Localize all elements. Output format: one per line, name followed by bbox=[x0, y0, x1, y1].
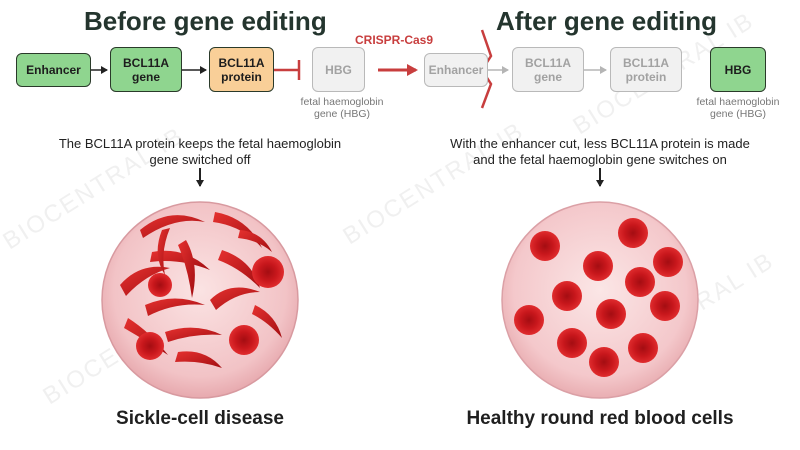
hbg-note-line2: gene (HBG) bbox=[709, 108, 767, 120]
after-caption: With the enhancer cut, less BCL11A prote… bbox=[410, 136, 790, 168]
hbg-label: HBG bbox=[325, 62, 352, 77]
bcl11a-gene-box-after: BCL11A gene bbox=[512, 47, 584, 92]
before-caption-line1: The BCL11A protein keeps the fetal haemo… bbox=[58, 136, 342, 151]
protein-label-line2: protein bbox=[221, 69, 262, 84]
enhancer-box-after: Enhancer bbox=[424, 53, 488, 87]
crispr-cas9-label: CRISPR-Cas9 bbox=[355, 33, 434, 47]
sickle-cell-blood-illustration bbox=[101, 201, 299, 399]
before-caption-line2: gene switched off bbox=[149, 152, 251, 167]
bcl11a-protein-box-after: BCL11A protein bbox=[610, 47, 682, 92]
enhancer-label: Enhancer bbox=[26, 63, 81, 77]
gene-label-line2: gene bbox=[131, 69, 160, 84]
before-caption: The BCL11A protein keeps the fetal haemo… bbox=[20, 136, 380, 168]
hbg-note-line2: gene (HBG) bbox=[313, 108, 371, 120]
gene-label-line2: gene bbox=[533, 69, 562, 84]
after-caption-line1: With the enhancer cut, less BCL11A prote… bbox=[450, 136, 750, 151]
hbg-note-before: fetal haemoglobin gene (HBG) bbox=[282, 96, 402, 120]
hbg-note-line1: fetal haemoglobin bbox=[696, 96, 780, 108]
healthy-blood-illustration bbox=[501, 201, 699, 399]
hbg-note-line1: fetal haemoglobin bbox=[300, 96, 384, 108]
bcl11a-gene-box-before: BCL11A gene bbox=[110, 47, 182, 92]
protein-label-line2: protein bbox=[625, 69, 667, 84]
gene-label-line1: BCL11A bbox=[122, 55, 169, 70]
enhancer-label: Enhancer bbox=[428, 63, 484, 77]
protein-label-line1: BCL11A bbox=[218, 55, 265, 70]
hbg-box-before: HBG bbox=[312, 47, 365, 92]
hbg-label: HBG bbox=[724, 62, 752, 77]
protein-label-line1: BCL11A bbox=[622, 55, 669, 70]
hbg-box-after: HBG bbox=[710, 47, 766, 92]
after-caption-line2: and the fetal haemoglobin gene switches … bbox=[473, 152, 727, 167]
bcl11a-protein-box-before: BCL11A protein bbox=[209, 47, 274, 92]
sickle-cell-result-label: Sickle-cell disease bbox=[116, 408, 284, 429]
before-editing-heading: Before gene editing bbox=[84, 6, 327, 36]
enhancer-box-before: Enhancer bbox=[16, 53, 91, 87]
gene-label-line1: BCL11A bbox=[524, 55, 571, 70]
after-editing-heading: After gene editing bbox=[496, 6, 718, 36]
hbg-note-after: fetal haemoglobin gene (HBG) bbox=[676, 96, 800, 120]
healthy-result-label: Healthy round red blood cells bbox=[466, 408, 734, 429]
